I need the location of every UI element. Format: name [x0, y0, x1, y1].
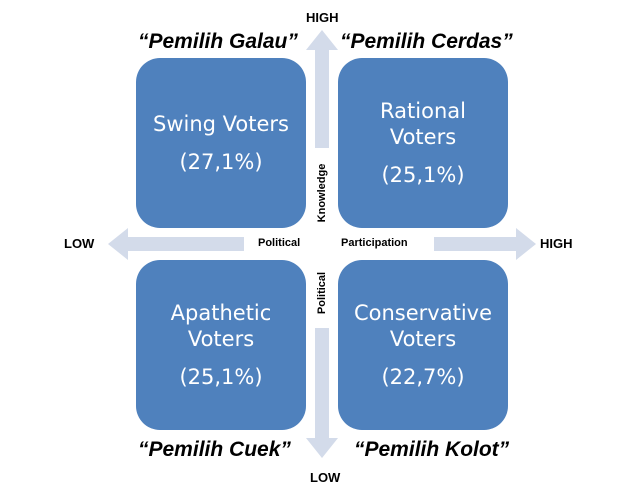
arrow-down	[306, 328, 338, 458]
arrow-left	[108, 228, 244, 260]
quadrant-title-line2: Voters	[389, 125, 457, 149]
quadrant-rational-voters: Rational Voters (25,1%)	[338, 58, 508, 228]
quadrant-title-line2: Voters	[389, 327, 457, 351]
horizontal-low-label: LOW	[64, 236, 95, 251]
quadrant-swing-voters: Swing Voters (27,1%)	[136, 58, 306, 228]
nickname-bottom-left: “Pemilih Cuek”	[138, 438, 291, 461]
nickname-bottom-right: “Pemilih Kolot”	[354, 438, 510, 461]
quadrant-percent: (27,1%)	[179, 150, 263, 174]
quadrant-title-line1: Rational	[380, 99, 466, 123]
horizontal-axis-label-participation: Participation	[341, 237, 408, 249]
horizontal-high-label: HIGH	[540, 236, 573, 251]
vertical-low-label: LOW	[310, 470, 341, 485]
arrow-up	[306, 30, 338, 148]
quadrant-title-line1: Conservative	[353, 301, 493, 325]
quadrant-apathetic-voters: Apathetic Voters (25,1%)	[136, 260, 306, 430]
horizontal-axis-label-political: Political	[258, 237, 301, 249]
nickname-top-left: “Pemilih Galau”	[138, 30, 298, 53]
quadrant-title-line1: Apathetic	[170, 301, 272, 325]
nickname-top-right: “Pemilih Cerdas”	[340, 30, 513, 53]
quadrant-conservative-voters: Conservative Voters (22,7%)	[338, 260, 508, 430]
arrow-right	[434, 228, 536, 260]
vertical-high-label: HIGH	[306, 10, 339, 25]
quadrant-title-line2: Voters	[187, 327, 255, 351]
quadrant-title: Swing Voters	[153, 112, 289, 136]
vertical-axis-label-knowledge: Knowledge	[316, 163, 328, 223]
quadrant-percent: (25,1%)	[179, 365, 263, 389]
quadrant-percent: (22,7%)	[381, 365, 465, 389]
quadrant-percent: (25,1%)	[381, 163, 465, 187]
vertical-axis-label-political: Political	[316, 271, 328, 315]
